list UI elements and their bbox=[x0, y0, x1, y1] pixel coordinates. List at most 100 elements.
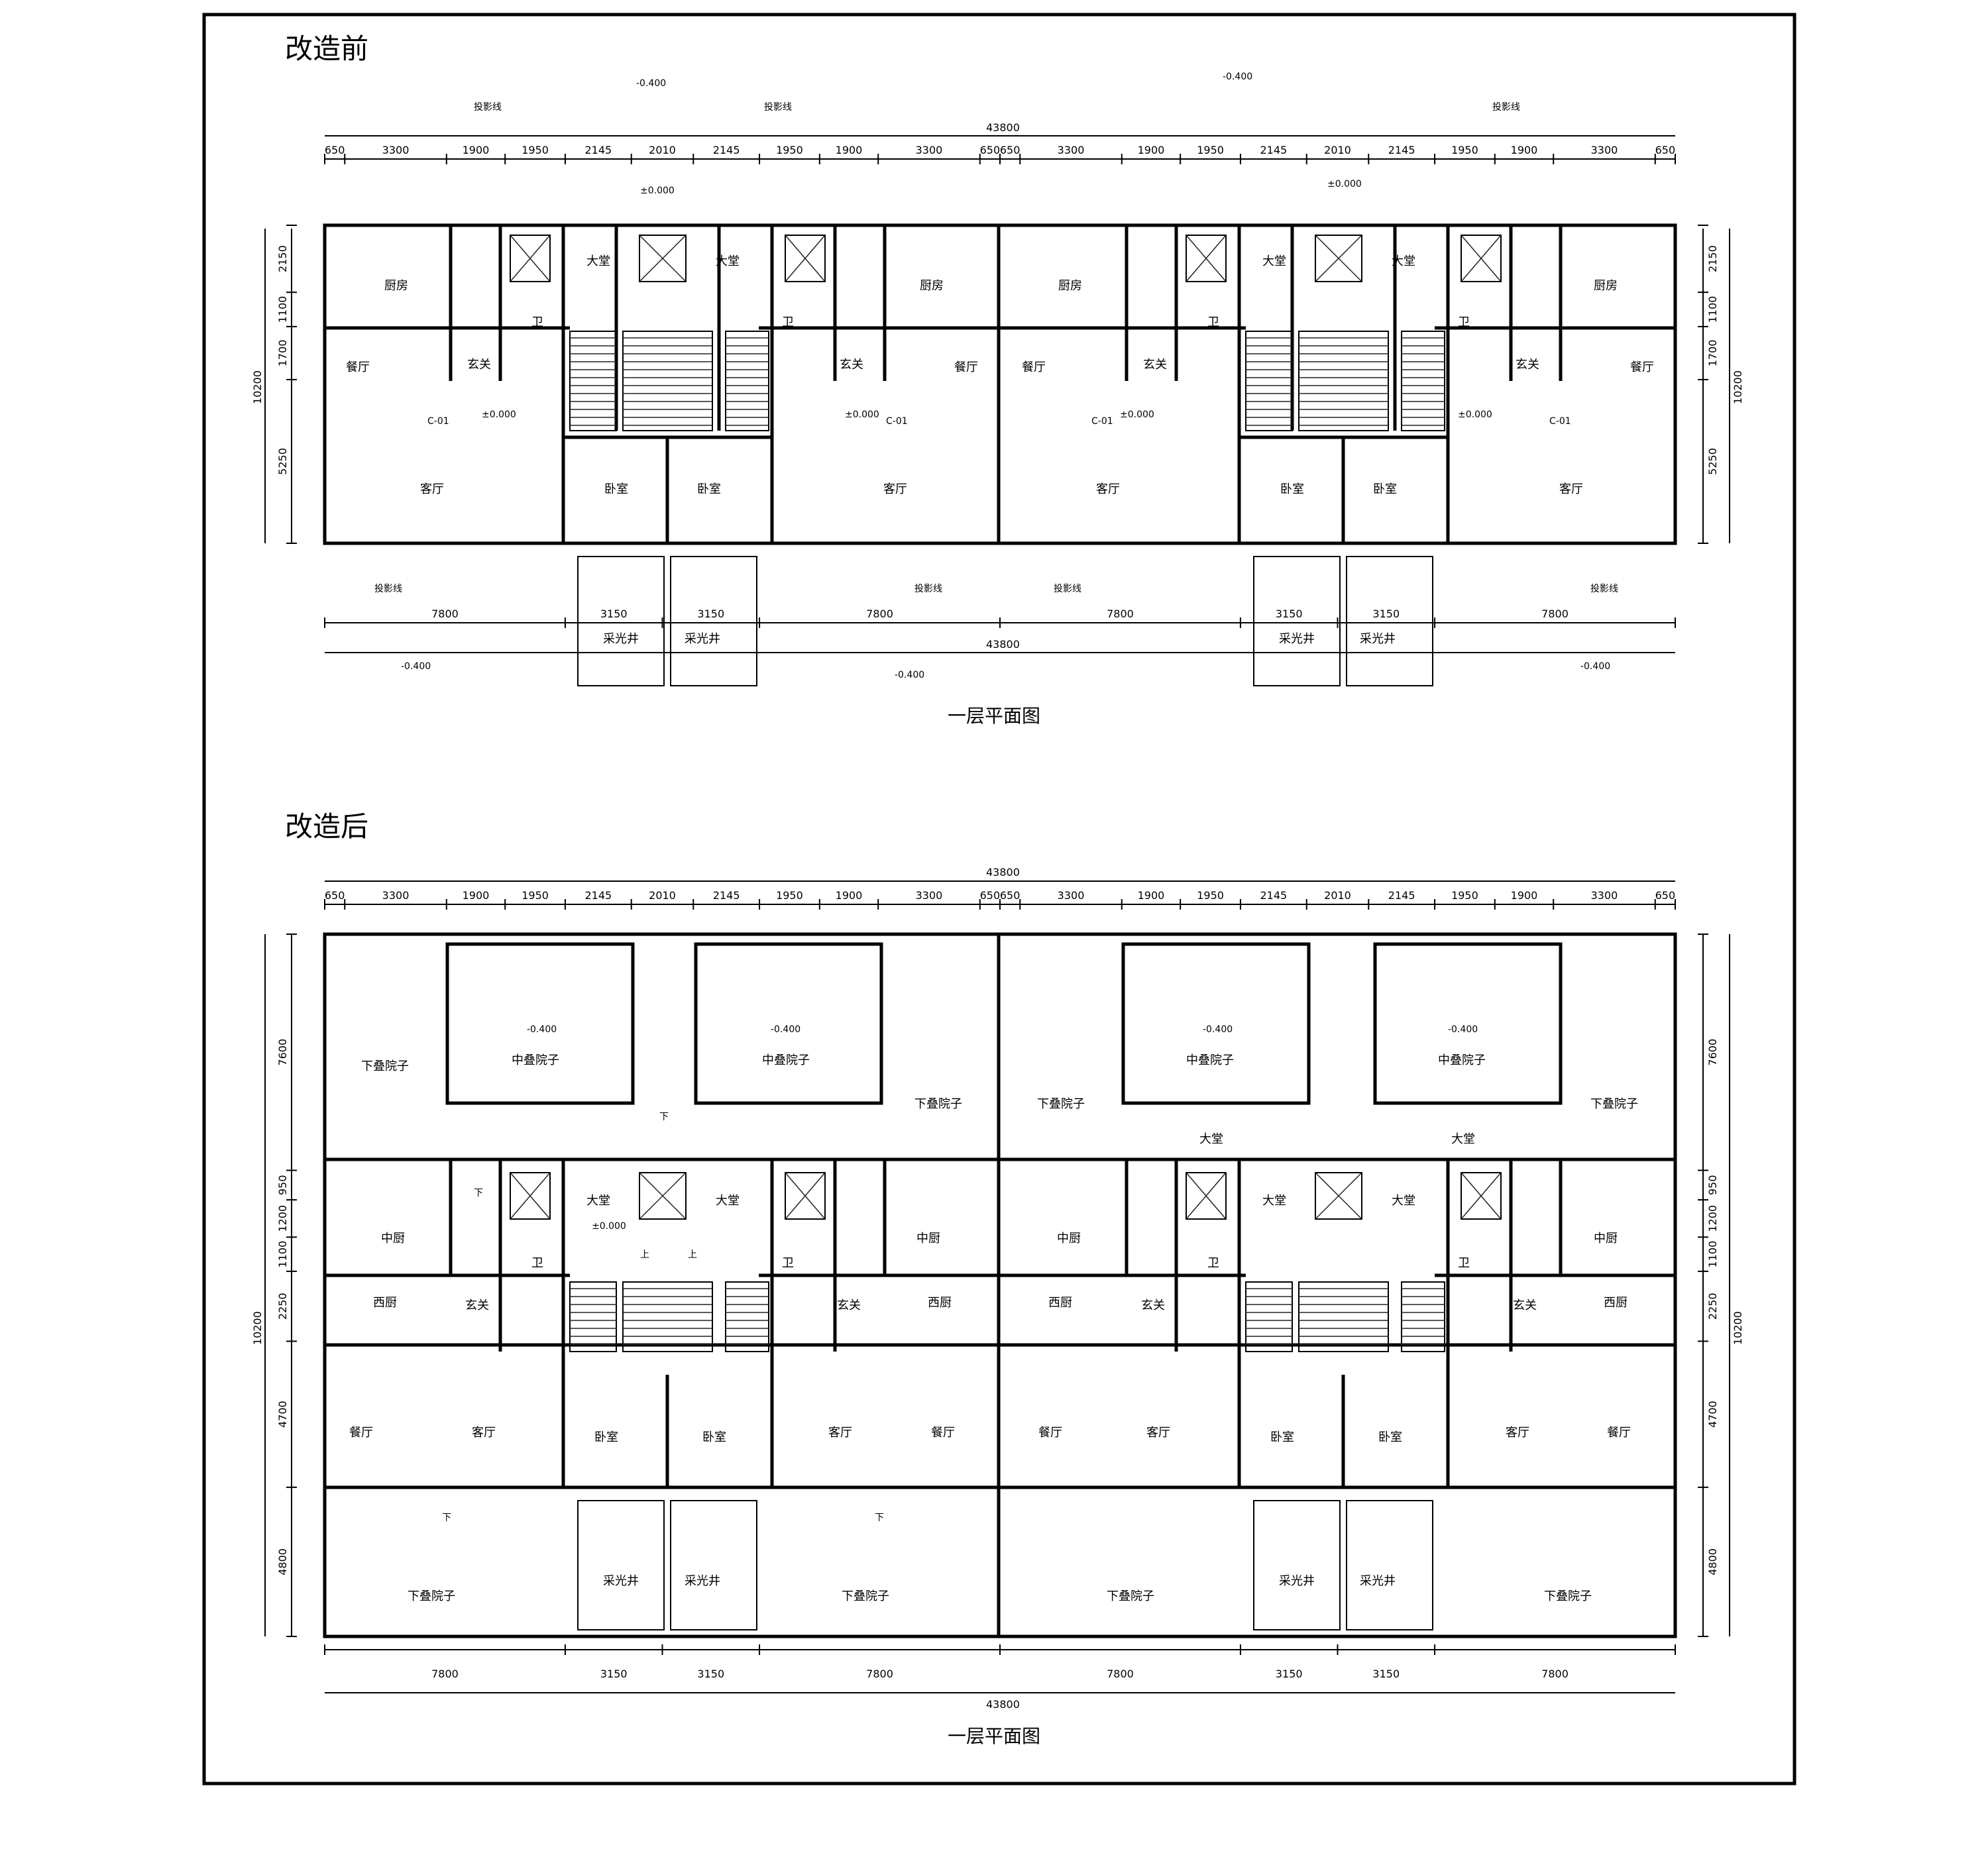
after-mid-yard-4: 中叠院子 bbox=[1438, 1053, 1486, 1067]
after-left-dim-0: 7600 bbox=[276, 1039, 289, 1066]
before-bedroom-4: 卧室 bbox=[1373, 482, 1397, 496]
after-top-dim-0: 650 bbox=[325, 889, 345, 902]
before-heading: 改造前 bbox=[285, 32, 368, 65]
after-right-total-height: 10200 bbox=[1732, 1311, 1744, 1345]
after-level-yard-2: -0.400 bbox=[771, 1024, 801, 1035]
after-mid-yard-1: 中叠院子 bbox=[512, 1053, 559, 1067]
after-left-dim-3: 1100 bbox=[276, 1241, 289, 1268]
before-bath-2: 卫 bbox=[782, 315, 794, 329]
after-top-dim-10: 650 bbox=[980, 889, 1001, 902]
after-left-dim-2: 1200 bbox=[276, 1205, 289, 1232]
before-top-dim-15: 2145 bbox=[1260, 144, 1287, 156]
after-foyer-4: 玄关 bbox=[1513, 1299, 1537, 1312]
before-left-dim-1: 1100 bbox=[276, 296, 289, 323]
after-bath-4: 卫 bbox=[1458, 1256, 1470, 1270]
after-bedroom-4: 卧室 bbox=[1378, 1430, 1402, 1444]
before-level-outside-1: -0.400 bbox=[636, 78, 666, 89]
after-top-dim-15: 2145 bbox=[1260, 889, 1287, 902]
after-dining-2: 餐厅 bbox=[931, 1426, 955, 1440]
after-chinese-kitchen-1: 中厨 bbox=[381, 1232, 405, 1246]
after-building-outline bbox=[323, 1157, 1677, 1489]
before-top-dim-11: 650 bbox=[1000, 144, 1021, 156]
before-bath-1: 卫 bbox=[531, 315, 543, 329]
before-bottom-total: 43800 bbox=[986, 638, 1020, 651]
before-top-dim-1: 3300 bbox=[382, 144, 410, 156]
after-unit-walls bbox=[325, 1159, 1675, 1487]
before-projection-6: 投影线 bbox=[1054, 584, 1081, 594]
before-kitchen-3: 厨房 bbox=[1058, 279, 1082, 293]
before-bottom-dim-5: 3150 bbox=[1276, 608, 1303, 620]
before-foyer-4: 玄关 bbox=[1516, 358, 1539, 372]
after-living-4: 客厅 bbox=[1506, 1426, 1529, 1440]
after-stairs bbox=[569, 1281, 1445, 1352]
before-top-dim-3: 1950 bbox=[522, 144, 549, 156]
after-left-dim-6: 4800 bbox=[276, 1548, 289, 1575]
after-elevators bbox=[510, 1172, 1502, 1220]
before-lobby-4: 大堂 bbox=[1392, 254, 1415, 268]
after-level-yard-4: -0.400 bbox=[1448, 1024, 1478, 1035]
before-living-2: 客厅 bbox=[883, 482, 907, 496]
after-right-dim-4: 2250 bbox=[1706, 1293, 1719, 1320]
after-bottom-dim-7: 7800 bbox=[1541, 1668, 1569, 1680]
after-lower-yard-1: 下叠院子 bbox=[361, 1059, 409, 1073]
after-top-dim-1: 3300 bbox=[382, 889, 410, 902]
before-top-dim-0: 650 bbox=[325, 144, 345, 156]
after-western-kitchen-1: 西厨 bbox=[373, 1296, 397, 1310]
before-projection-3: 投影线 bbox=[1492, 102, 1520, 113]
before-total-height: 10200 bbox=[251, 370, 264, 404]
before-bedroom-3: 卧室 bbox=[1280, 482, 1304, 496]
after-foyer-1: 玄关 bbox=[465, 1299, 489, 1312]
after-down-arrow-3: 下 bbox=[442, 1513, 451, 1523]
before-kitchen-1: 厨房 bbox=[384, 279, 408, 293]
before-right-total-height: 10200 bbox=[1732, 370, 1744, 404]
before-stairs bbox=[569, 331, 1445, 431]
after-chinese-kitchen-2: 中厨 bbox=[916, 1232, 940, 1246]
before-top-dim-5: 2010 bbox=[649, 144, 676, 156]
after-heading: 改造后 bbox=[285, 810, 368, 843]
before-bath-4: 卫 bbox=[1458, 315, 1470, 329]
after-lightwells bbox=[577, 1500, 1433, 1630]
before-projection-7: 投影线 bbox=[1590, 584, 1618, 594]
before-projection-4: 投影线 bbox=[374, 584, 402, 594]
after-dining-4: 餐厅 bbox=[1607, 1426, 1631, 1440]
after-up-arrow-1: 上 bbox=[640, 1250, 649, 1260]
after-lower-yard-5: 下叠院子 bbox=[408, 1589, 455, 1603]
after-chinese-kitchen-4: 中厨 bbox=[1594, 1232, 1618, 1246]
before-bottom-dim-6: 3150 bbox=[1372, 608, 1400, 620]
after-bath-2: 卫 bbox=[782, 1256, 794, 1270]
after-mid-yards bbox=[445, 942, 1563, 1105]
before-level-floor-1: ±0.000 bbox=[640, 186, 675, 196]
before-bottom-dim-1: 3150 bbox=[600, 608, 628, 620]
after-lightwell-2: 采光井 bbox=[685, 1574, 720, 1588]
after-total-width: 43800 bbox=[986, 866, 1020, 879]
after-dining-1: 餐厅 bbox=[349, 1426, 373, 1440]
after-left-dim-5: 4700 bbox=[276, 1401, 289, 1428]
before-foyer-2: 玄关 bbox=[840, 358, 863, 372]
after-bedroom-1: 卧室 bbox=[594, 1430, 618, 1444]
before-bottom-dim-0: 7800 bbox=[431, 608, 459, 620]
after-room-labels: 下叠院子 下叠院子 下叠院子 下叠院子 下叠院子 下叠院子 下叠院子 下叠院子 … bbox=[349, 1024, 1638, 1603]
after-western-kitchen-3: 西厨 bbox=[1048, 1296, 1072, 1310]
before-bottom-dim-4: 7800 bbox=[1107, 608, 1134, 620]
after-foyer-2: 玄关 bbox=[837, 1299, 861, 1312]
after-lobby-3: 大堂 bbox=[1199, 1132, 1223, 1146]
sheet-frame bbox=[202, 13, 1796, 1786]
before-top-dim-20: 3300 bbox=[1591, 144, 1618, 156]
after-lower-yard-3: 下叠院子 bbox=[1037, 1097, 1085, 1111]
after-top-dim-17: 2145 bbox=[1388, 889, 1415, 902]
before-bottom-dim-7: 7800 bbox=[1541, 608, 1569, 620]
before-right-dim-3: 5250 bbox=[1706, 448, 1719, 475]
after-lobby-4: 大堂 bbox=[1451, 1132, 1475, 1146]
after-bedroom-2: 卧室 bbox=[702, 1430, 726, 1444]
after-right-dim-6: 4800 bbox=[1706, 1548, 1719, 1575]
after-level-yard-3: -0.400 bbox=[1203, 1024, 1233, 1035]
after-western-kitchen-2: 西厨 bbox=[928, 1296, 952, 1310]
after-lobby-6: 大堂 bbox=[1392, 1194, 1415, 1208]
